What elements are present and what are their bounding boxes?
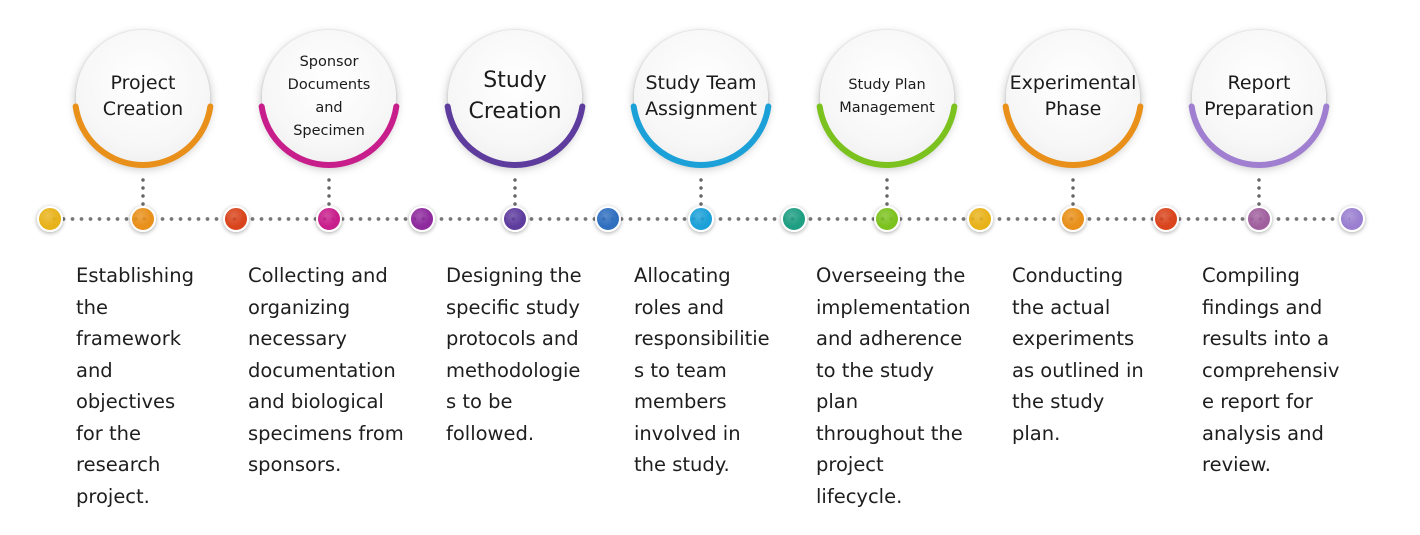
process-step: Sponsor Documents and Specimen Collectin… bbox=[248, 0, 440, 535]
timeline-node bbox=[595, 206, 621, 232]
step-description: Compiling findings and results into a co… bbox=[1202, 264, 1340, 476]
step-circle: Study Team Assignment bbox=[626, 30, 776, 180]
step-description: Designing the specific study protocols a… bbox=[446, 264, 582, 445]
step-circle-face bbox=[1192, 30, 1326, 164]
step-circle: Report Preparation bbox=[1184, 30, 1334, 180]
step-circle-face bbox=[1006, 30, 1140, 164]
step-circle-face bbox=[820, 30, 954, 164]
step-circle-face bbox=[76, 30, 210, 164]
step-connector bbox=[699, 176, 703, 210]
timeline-node bbox=[967, 206, 993, 232]
step-circle: Study Creation bbox=[440, 30, 590, 180]
step-description: Establishing the framework and objective… bbox=[76, 264, 194, 508]
step-arc bbox=[72, 103, 214, 168]
step-circle: Sponsor Documents and Specimen bbox=[254, 30, 404, 180]
timeline-node bbox=[37, 206, 63, 232]
step-circle-face bbox=[262, 30, 396, 164]
step-arc bbox=[258, 103, 400, 168]
step-arc bbox=[444, 103, 586, 168]
step-connector bbox=[513, 176, 517, 210]
step-connector bbox=[141, 176, 145, 210]
step-title: Sponsor Documents and Specimen bbox=[287, 53, 371, 140]
step-circle-face bbox=[448, 30, 582, 164]
step-connector bbox=[1257, 176, 1261, 210]
step-arc bbox=[816, 103, 958, 168]
timeline-node bbox=[130, 206, 156, 232]
timeline-node bbox=[781, 206, 807, 232]
step-title: Experimental Phase bbox=[1009, 72, 1137, 120]
step-description: Collecting and organizing necessary docu… bbox=[248, 264, 404, 476]
step-title: Report Preparation bbox=[1204, 72, 1314, 120]
step-connector bbox=[885, 176, 889, 210]
step-description: Allocating roles and responsibilitie s t… bbox=[634, 264, 770, 476]
timeline-node bbox=[688, 206, 714, 232]
step-title: Study Plan Management bbox=[839, 76, 935, 116]
step-connector bbox=[1071, 176, 1075, 210]
step-title: Study Team Assignment bbox=[645, 72, 757, 120]
timeline-node bbox=[223, 206, 249, 232]
step-title: Project Creation bbox=[102, 72, 184, 120]
step-arc bbox=[1188, 103, 1330, 168]
step-circle: Project Creation bbox=[68, 30, 218, 180]
step-circle-face bbox=[634, 30, 768, 164]
timeline-node bbox=[1153, 206, 1179, 232]
timeline-node bbox=[874, 206, 900, 232]
step-description: Overseeing the implementation and adhere… bbox=[816, 264, 971, 508]
step-description: Conducting the actual experiments as out… bbox=[1012, 264, 1144, 445]
step-circle: Study Plan Management bbox=[812, 30, 962, 180]
timeline-node bbox=[409, 206, 435, 232]
step-connector bbox=[327, 176, 331, 210]
step-arc bbox=[630, 103, 772, 168]
timeline-node bbox=[1339, 206, 1365, 232]
step-arc bbox=[1002, 103, 1144, 168]
step-title: Study Creation bbox=[468, 68, 562, 124]
step-circle: Experimental Phase bbox=[998, 30, 1148, 180]
